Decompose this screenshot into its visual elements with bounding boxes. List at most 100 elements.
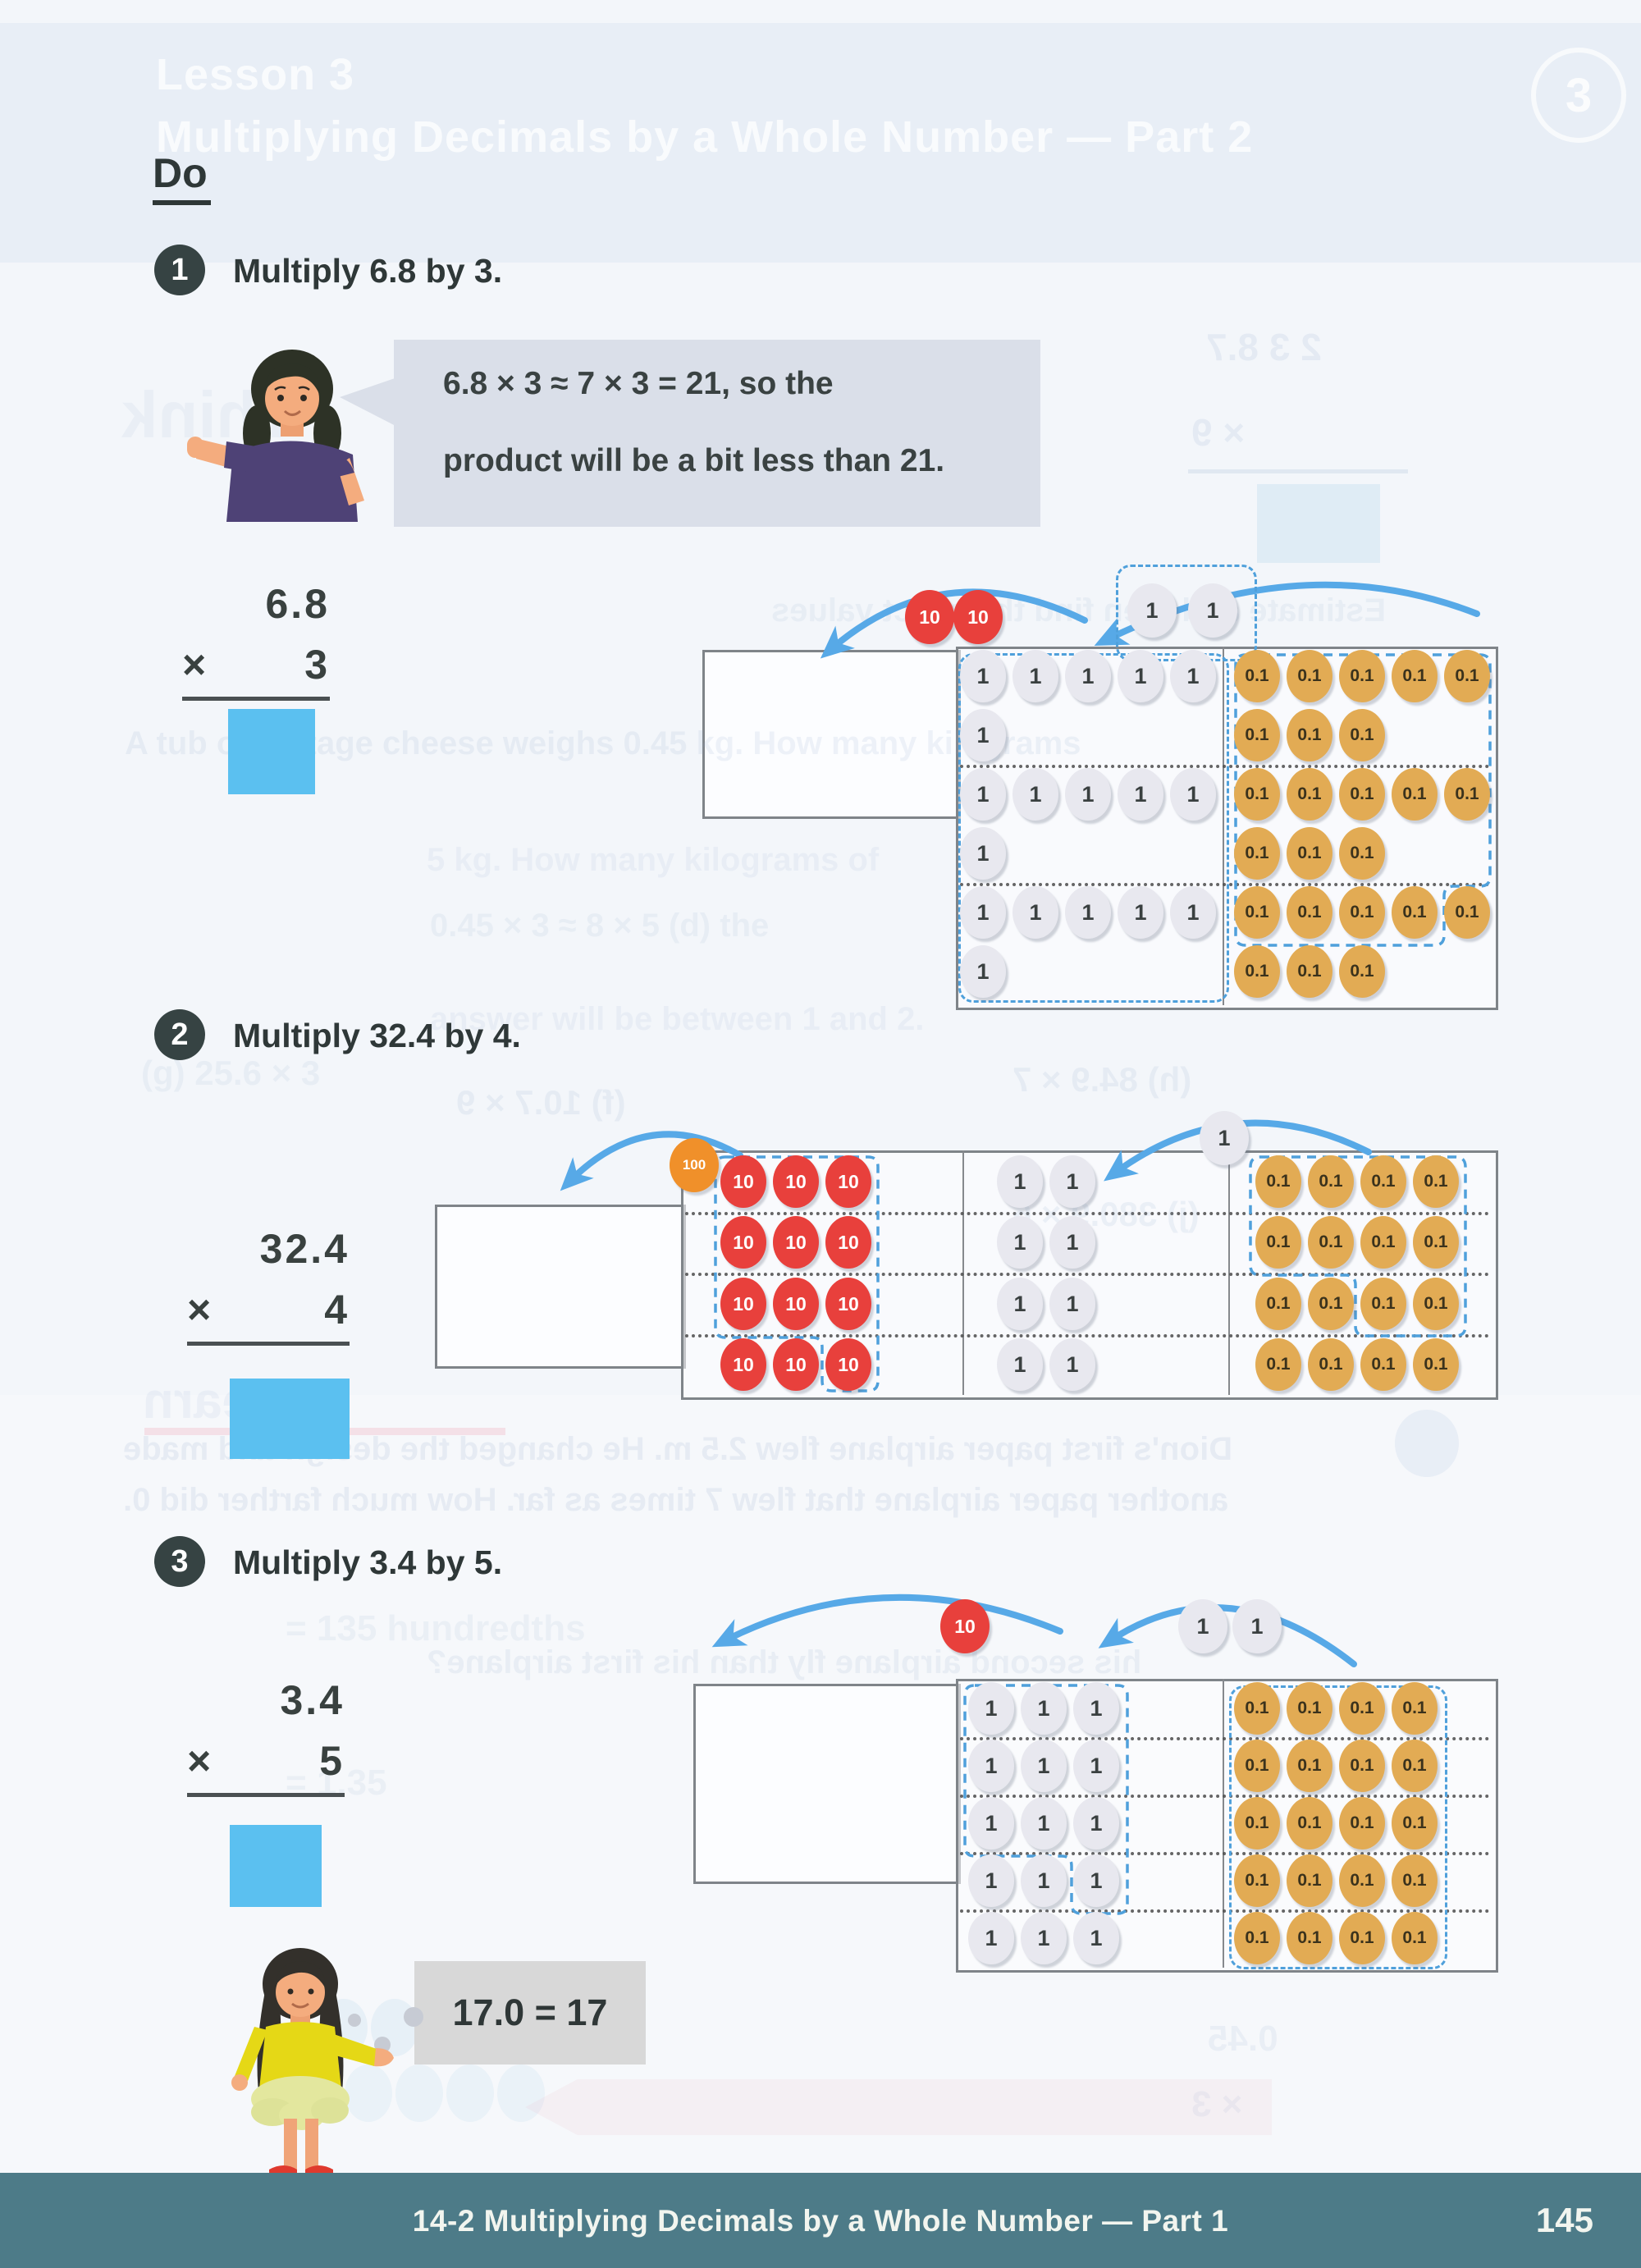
place-disc: 0.1 bbox=[1287, 709, 1332, 761]
place-disc: 10 bbox=[825, 1338, 871, 1391]
problem-1-title: Multiply 6.8 by 3. bbox=[233, 252, 503, 290]
place-disc: 10 bbox=[720, 1278, 766, 1330]
place-disc: 1 bbox=[960, 827, 1006, 880]
bleedthrough-disc bbox=[395, 2065, 443, 2122]
multiplicand-1: 6.8 bbox=[265, 581, 330, 627]
place-disc: 0.1 bbox=[1255, 1278, 1301, 1330]
place-disc: 10 bbox=[825, 1155, 871, 1208]
place-disc: 0.1 bbox=[1255, 1216, 1301, 1269]
place-disc: 10 bbox=[773, 1155, 819, 1208]
place-disc: 1 bbox=[968, 1912, 1014, 1964]
place-disc: 1 bbox=[960, 945, 1006, 998]
place-disc: 0.1 bbox=[1339, 1682, 1385, 1735]
problem-3-title: Multiply 3.4 by 5. bbox=[233, 1543, 503, 1581]
page-number: 145 bbox=[1535, 2201, 1593, 2239]
place-disc: 1 bbox=[1021, 1740, 1067, 1792]
bleedthrough-disc bbox=[1395, 1410, 1459, 1477]
place-value-empty-box bbox=[435, 1205, 686, 1369]
place-value-column-divider bbox=[1223, 647, 1224, 1005]
place-disc: 0.1 bbox=[1413, 1338, 1459, 1391]
bleedthrough-text: (j) 380.9 × 6 bbox=[1012, 1195, 1200, 1233]
problem-1-number: 1 bbox=[154, 245, 205, 295]
place-disc: 0.1 bbox=[1444, 768, 1490, 821]
bleedthrough-text: (g) 25.6 × 3 bbox=[141, 1054, 321, 1092]
place-disc: 0.1 bbox=[1413, 1278, 1459, 1330]
place-disc: 1 bbox=[968, 1854, 1014, 1907]
place-disc: 1 bbox=[1170, 886, 1216, 939]
place-disc: 0.1 bbox=[1392, 768, 1438, 821]
regroup-dash-outline bbox=[958, 653, 1229, 1003]
group-separator bbox=[960, 1737, 1489, 1740]
place-value-empty-box bbox=[693, 1684, 961, 1884]
place-disc: 0.1 bbox=[1360, 1155, 1406, 1208]
speech-line-1: 6.8 × 3 ≈ 7 × 3 = 21, so the bbox=[443, 366, 834, 401]
bleedthrough-disc bbox=[345, 2065, 392, 2122]
place-disc: 0.1 bbox=[1234, 1912, 1280, 1964]
place-disc: 1 bbox=[1012, 768, 1058, 821]
place-disc: 10 bbox=[773, 1338, 819, 1391]
place-disc: 0.1 bbox=[1308, 1155, 1354, 1208]
place-disc: 0.1 bbox=[1444, 650, 1490, 702]
bleedthrough-text: × 9 bbox=[1191, 411, 1246, 454]
regroup-dash-outline bbox=[1229, 1685, 1447, 1969]
place-disc: 1 bbox=[1118, 886, 1163, 939]
group-separator bbox=[685, 1334, 1489, 1337]
multiplier-3: 5 bbox=[319, 1738, 345, 1784]
problem-3-number: 3 bbox=[154, 1536, 205, 1587]
place-disc: 0.1 bbox=[1339, 1854, 1385, 1907]
girl-illustration-pointing bbox=[187, 350, 364, 522]
regrouped-one-disc: 1 bbox=[1232, 1599, 1282, 1653]
place-disc: 0.1 bbox=[1413, 1216, 1459, 1269]
multiplier-2: 4 bbox=[324, 1287, 350, 1333]
group-separator bbox=[685, 1273, 1489, 1276]
place-disc: 1 bbox=[1012, 886, 1058, 939]
bleedthrough-text: (h) 84.9 × 7 bbox=[1012, 1060, 1192, 1099]
place-disc: 0.1 bbox=[1234, 1740, 1280, 1792]
place-disc: 0.1 bbox=[1287, 650, 1332, 702]
place-disc: 1 bbox=[968, 1740, 1014, 1792]
place-disc: 0.1 bbox=[1234, 709, 1280, 761]
place-disc: 0.1 bbox=[1339, 1740, 1385, 1792]
carry-disc: 10 bbox=[940, 1599, 990, 1653]
carry-disc: 100 bbox=[670, 1138, 719, 1192]
place-disc: 0.1 bbox=[1413, 1155, 1459, 1208]
place-disc: 1 bbox=[1021, 1797, 1067, 1850]
bleedthrough-disc bbox=[497, 2065, 545, 2122]
place-disc: 1 bbox=[1073, 1854, 1119, 1907]
place-disc: 0.1 bbox=[1339, 945, 1385, 998]
vertical-equation-3: 3.4 ×5 bbox=[187, 1676, 345, 1797]
answer-box-2 bbox=[230, 1379, 350, 1459]
place-disc: 1 bbox=[997, 1338, 1043, 1391]
place-disc: 0.1 bbox=[1339, 1912, 1385, 1964]
place-disc: 0.1 bbox=[1234, 827, 1280, 880]
place-disc: 0.1 bbox=[1392, 650, 1438, 702]
place-disc: 0.1 bbox=[1392, 1797, 1438, 1850]
carry-disc: 10 bbox=[905, 590, 954, 644]
place-disc: 0.1 bbox=[1287, 886, 1332, 939]
bleedthrough-text: his second airplane fly than his first a… bbox=[427, 1644, 1142, 1680]
place-disc: 1 bbox=[997, 1155, 1043, 1208]
place-disc: 1 bbox=[1118, 768, 1163, 821]
regrouped-one-disc: 1 bbox=[1178, 1599, 1227, 1653]
place-disc: 0.1 bbox=[1234, 1854, 1280, 1907]
place-disc: 0.1 bbox=[1234, 1682, 1280, 1735]
place-disc: 10 bbox=[720, 1338, 766, 1391]
page-footer: 14-2 Multiplying Decimals by a Whole Num… bbox=[0, 2173, 1641, 2268]
place-disc: 1 bbox=[1065, 886, 1111, 939]
bleedthrough-arrow-band bbox=[525, 2079, 1272, 2135]
place-disc: 1 bbox=[1065, 768, 1111, 821]
place-disc: 1 bbox=[1170, 768, 1216, 821]
bleedthrough-text: another paper airplane that flew 7 times… bbox=[123, 1482, 1229, 1518]
place-disc: 0.1 bbox=[1444, 886, 1490, 939]
speech-line-2: product will be a bit less than 21. bbox=[443, 443, 945, 478]
place-disc: 0.1 bbox=[1287, 945, 1332, 998]
place-disc: 0.1 bbox=[1287, 1682, 1332, 1735]
place-disc: 1 bbox=[1049, 1278, 1095, 1330]
thought-dot bbox=[348, 2014, 361, 2027]
place-disc: 1 bbox=[960, 709, 1006, 761]
place-disc: 0.1 bbox=[1360, 1278, 1406, 1330]
place-disc: 1 bbox=[960, 650, 1006, 702]
vertical-equation-1: 6.8 ×3 bbox=[182, 579, 330, 701]
place-disc: 1 bbox=[968, 1682, 1014, 1735]
place-disc: 0.1 bbox=[1255, 1155, 1301, 1208]
